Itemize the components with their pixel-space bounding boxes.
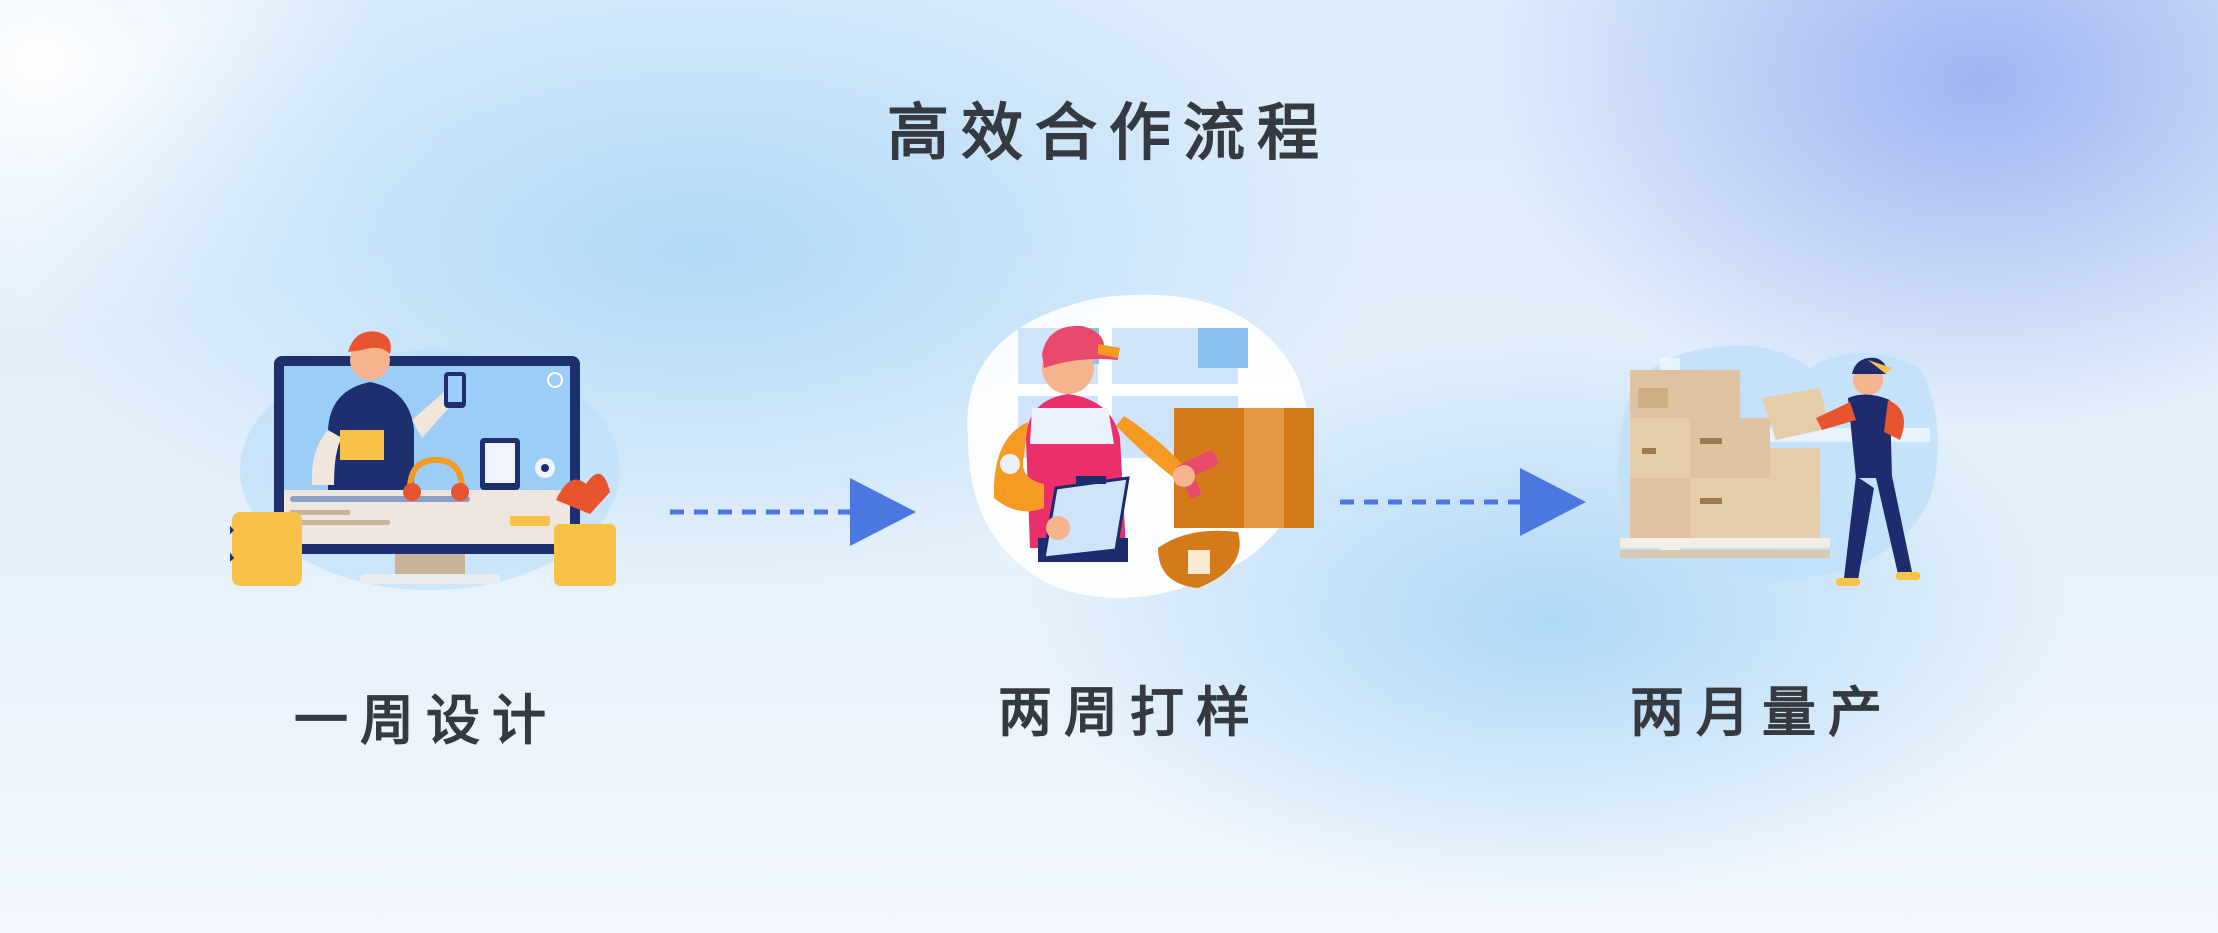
step-label-design: 一周设计: [294, 689, 558, 752]
mass-production-illustration: [1618, 345, 1938, 586]
designer-monitor-illustration: [230, 331, 620, 590]
step-label-mass-production: 两月量产: [1630, 681, 1894, 744]
arrow-step1-to-step2: [670, 478, 916, 546]
arrow-step2-to-step3: [1340, 468, 1586, 536]
page-title: 高效合作流程: [886, 96, 1331, 169]
sample-making-illustration: [967, 294, 1314, 598]
step-label-sampling: 两周打样: [998, 681, 1262, 744]
